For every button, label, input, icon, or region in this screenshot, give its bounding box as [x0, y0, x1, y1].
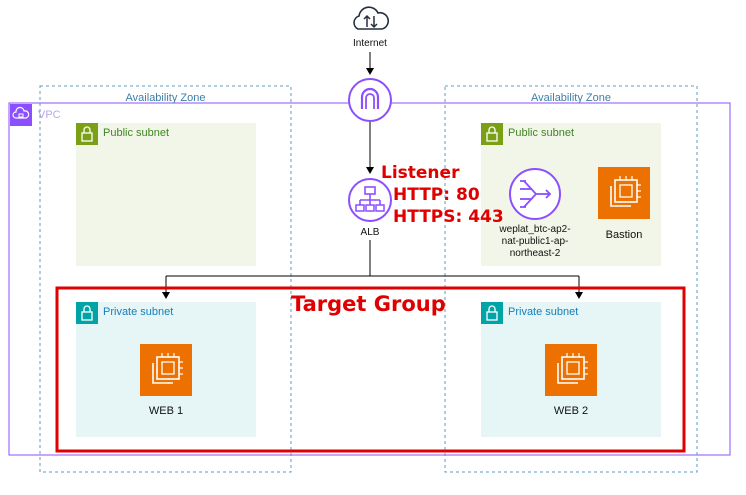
- alb-label: ALB: [360, 227, 380, 238]
- web1-ec2-icon: [140, 344, 192, 396]
- nat-gateway-icon: [508, 167, 562, 221]
- bastion-ec2-icon: [598, 167, 650, 219]
- nat-label-line-1: weplat_btc-ap2-: [499, 224, 571, 235]
- private-subnet-2: Private subnet: [481, 302, 661, 437]
- availability-zone-frame-1: [39, 85, 292, 473]
- load-balancer-icon: [347, 177, 393, 223]
- web1-label: WEB 1: [148, 405, 184, 417]
- web2-ec2-icon: [545, 344, 597, 396]
- internet-cloud-icon: [348, 4, 392, 34]
- vpc-label: VPC: [38, 109, 61, 121]
- target-group-label: Target Group: [291, 292, 446, 316]
- bastion-label: Bastion: [605, 229, 643, 241]
- private-subnet-label: Private subnet: [103, 306, 174, 318]
- lock-icon: [481, 123, 503, 145]
- nat-label-line-3: northeast-2: [509, 248, 561, 259]
- lock-icon: [481, 302, 503, 324]
- public-subnet-label: Public subnet: [508, 127, 575, 139]
- internet-gateway-icon: [347, 77, 393, 123]
- web2-label: WEB 2: [553, 405, 589, 417]
- listener-title: Listener: [381, 163, 460, 183]
- vpc-icon: [10, 104, 32, 126]
- lock-icon: [76, 302, 98, 324]
- public-subnet-1: Public subnet: [76, 123, 256, 266]
- availability-zone-label-1: Availability Zone: [125, 92, 206, 104]
- listener-http: HTTP: 80: [393, 185, 480, 205]
- public-subnet-label: Public subnet: [103, 127, 170, 139]
- availability-zone-frame-2: [444, 85, 698, 473]
- target-group-frame: [55, 286, 686, 453]
- internet-label: Internet: [353, 38, 387, 49]
- nat-gateway-label: weplat_btc-ap2- nat-public1-ap- northeas…: [490, 224, 580, 260]
- lock-icon: [76, 123, 98, 145]
- availability-zone-label-2: Availability Zone: [531, 92, 611, 104]
- listener-https: HTTPS: 443: [393, 207, 504, 227]
- nat-label-line-2: nat-public1-ap-: [501, 236, 569, 247]
- private-subnet-label: Private subnet: [508, 306, 579, 318]
